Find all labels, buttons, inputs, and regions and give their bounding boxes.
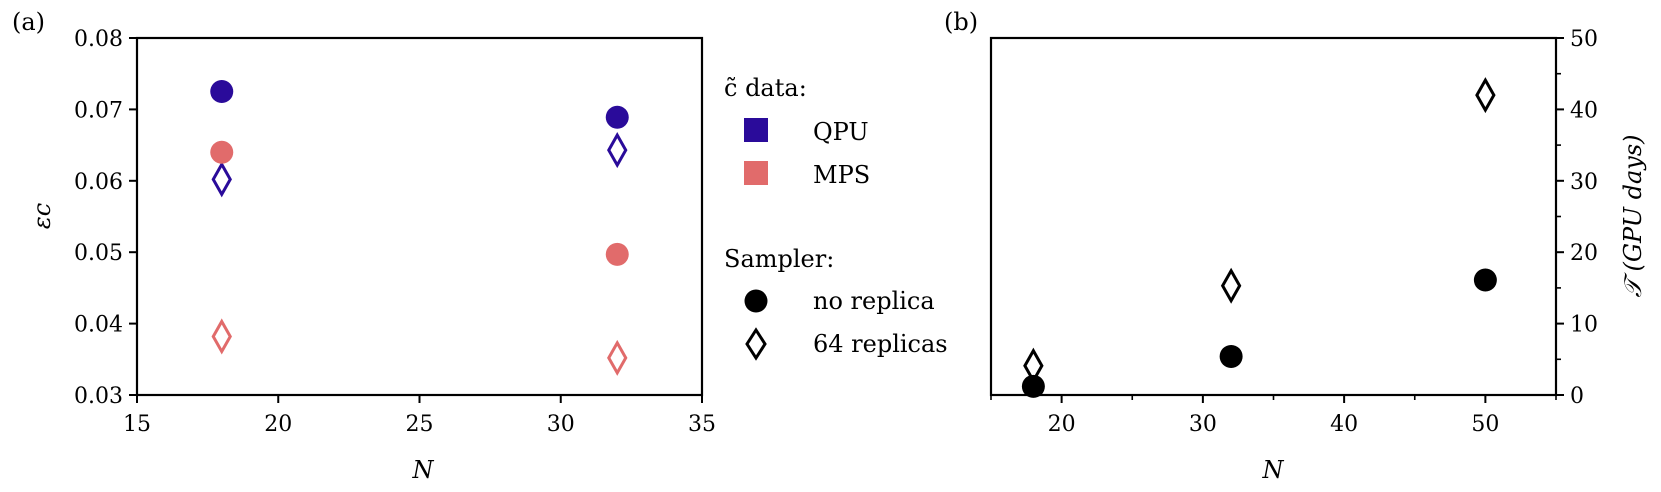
panel-b-y-ticks: 0 10 20 30 40 50: [1556, 27, 1598, 409]
x-tick-label: 30: [1189, 412, 1217, 437]
panel-a-point-circle: [210, 80, 234, 104]
panel-b-point-diamond: [1475, 77, 1496, 114]
panel-b-point-diamond: [1220, 267, 1242, 304]
y-tick-label: 30: [1570, 170, 1598, 195]
y-tick-label: 0.06: [74, 170, 123, 195]
panel-b-axes-frame: [989, 36, 1558, 397]
panel-a-y-ticks: 0.03 0.04 0.05 0.06 0.07 0.08: [74, 27, 137, 409]
legend-swatch-mps: [744, 161, 768, 185]
y-tick-label: 50: [1570, 27, 1598, 52]
legend-sampler-title: Sampler:: [724, 245, 834, 273]
x-tick-label: 15: [123, 412, 151, 437]
panel-a-x-ticks: 15 20 25 30 35: [123, 395, 716, 437]
legend-item-no-replica: no replica: [813, 287, 935, 315]
panel-b-y-axis-label: 𝒯 (GPU days): [1619, 134, 1647, 297]
panel-a-point-diamond: [211, 161, 232, 198]
panel-b-label: (b): [944, 8, 978, 36]
panel-a-y-axis-label: εc: [28, 203, 56, 229]
panel-a-point-circle: [605, 242, 629, 266]
y-tick-label: 0.08: [74, 27, 123, 52]
panel-a-point-circle: [605, 105, 629, 129]
panel-a-point-diamond: [607, 132, 628, 169]
y-tick-label: 20: [1570, 241, 1598, 266]
panel-a-point-circle: [210, 140, 234, 164]
panel-b: (b) 20 30 40 50 0 10 20 30 40 50 N 𝒯 (GPU days): [944, 8, 1647, 484]
x-tick-label: 40: [1330, 412, 1358, 437]
legend: c̃ data: QPU MPS Sampler: no replica 64 …: [724, 74, 948, 361]
x-tick-label: 20: [264, 412, 292, 437]
legend-item-64-replicas: 64 replicas: [813, 330, 948, 358]
panel-b-point-circle: [1021, 374, 1045, 398]
panel-b-x-ticks: 20 30 40 50: [990, 395, 1557, 437]
legend-swatch-qpu: [744, 118, 768, 142]
panel-a-x-axis-label: N: [412, 456, 435, 484]
y-tick-label: 10: [1570, 313, 1598, 338]
y-tick-label: 0.05: [74, 241, 123, 266]
legend-data-title: c̃ data:: [724, 74, 807, 102]
x-tick-label: 35: [688, 412, 716, 437]
x-tick-label: 50: [1471, 412, 1499, 437]
y-tick-label: 0.03: [74, 384, 123, 409]
y-tick-label: 40: [1570, 98, 1598, 123]
x-tick-label: 30: [547, 412, 575, 437]
legend-item-qpu: QPU: [813, 118, 869, 146]
panel-b-point-circle: [1219, 344, 1243, 368]
legend-marker-circle: [744, 289, 768, 313]
legend-item-mps: MPS: [813, 161, 870, 189]
panel-b-point-diamond: [1023, 347, 1044, 384]
panel-b-marks: [1021, 77, 1497, 398]
panel-b-x-axis-label: N: [1262, 456, 1285, 484]
x-tick-label: 20: [1048, 412, 1076, 437]
panel-a-label: (a): [12, 8, 45, 36]
panel-b-point-circle: [1473, 268, 1497, 292]
y-tick-label: 0.07: [74, 98, 123, 123]
legend-marker-diamond: [745, 327, 767, 361]
panel-a-point-diamond: [211, 318, 232, 355]
panel-a-marks: [210, 80, 629, 376]
y-tick-label: 0: [1570, 384, 1584, 409]
y-tick-label: 0.04: [74, 313, 123, 338]
panel-a-point-diamond: [607, 339, 628, 376]
x-tick-label: 25: [406, 412, 434, 437]
